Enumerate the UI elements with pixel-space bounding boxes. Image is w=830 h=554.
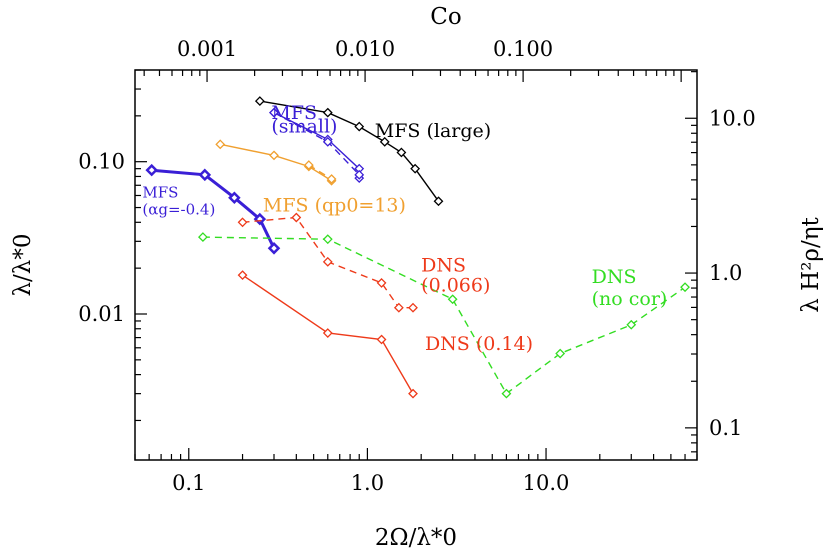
- data-point: [447, 294, 458, 305]
- data-point: [215, 139, 226, 150]
- data-point: [322, 256, 333, 267]
- data-point: [680, 282, 690, 293]
- annotation: DNS: [421, 255, 466, 277]
- axis-tick-labels: 0.1 1.0 10.0 0.01 0.10 0.001 0.010 0.100 0.1 1.0 1…: [78, 37, 756, 495]
- data-point: [254, 96, 265, 107]
- data-point: [408, 388, 418, 399]
- data-point: [396, 147, 407, 158]
- data-point: [322, 136, 333, 147]
- data-point: [197, 232, 208, 242]
- series-line: [220, 143, 332, 182]
- x-axis-label: 2Ω/λ*0: [375, 525, 457, 551]
- data-point: [393, 302, 404, 313]
- plot-frame: [134, 69, 698, 461]
- data-point: [433, 196, 444, 207]
- data-point: [626, 319, 637, 330]
- data-point: [237, 217, 248, 228]
- annotation: DNS: [592, 266, 637, 288]
- series-line: [242, 274, 414, 394]
- data-point: [555, 348, 566, 359]
- x-tick-label: 1.0: [351, 471, 384, 495]
- top-tick-label: 0.010: [335, 37, 395, 61]
- right-tick-label: 1.0: [709, 261, 742, 285]
- data-point: [198, 168, 212, 182]
- top-axis-label: Co: [430, 4, 461, 30]
- data-point: [237, 270, 248, 281]
- data-point: [228, 191, 241, 204]
- data-point: [501, 388, 512, 399]
- right-axis-label: λ H²ρ/ηt: [798, 217, 824, 313]
- annotation: MFS (large): [375, 120, 491, 142]
- annotation: (small): [271, 116, 337, 138]
- annotation: (0.066): [421, 275, 490, 297]
- data-point: [145, 163, 158, 177]
- data-point: [410, 163, 421, 174]
- y-tick-label: 0.10: [78, 150, 125, 174]
- data-point: [322, 107, 333, 118]
- y-tick-label: 0.01: [78, 302, 125, 326]
- data-point: [354, 121, 365, 132]
- annotation: MFS (qp0=13): [263, 195, 406, 217]
- data-point: [376, 277, 387, 288]
- data-point: [267, 242, 281, 255]
- data-point: [269, 107, 279, 118]
- annotation: MFS: [271, 102, 317, 124]
- y-axis-label: λ/λ*0: [10, 233, 36, 296]
- data-point: [291, 212, 302, 223]
- top-tick-label: 0.100: [493, 37, 553, 61]
- series-line: [308, 164, 332, 180]
- series-layer: [145, 96, 690, 399]
- annotation: (αg=-0.4): [142, 201, 215, 219]
- annotation: DNS (0.14): [425, 333, 533, 355]
- data-point: [269, 150, 279, 161]
- data-point: [326, 174, 337, 184]
- annotation-layer: MFS (large)MFS(small)MFS(αg=-0.4)MFS (qp…: [142, 102, 667, 355]
- data-point: [322, 328, 333, 338]
- x-tick-label: 10.0: [523, 471, 570, 495]
- data-point: [354, 169, 365, 180]
- data-point: [408, 302, 418, 313]
- right-tick-label: 0.1: [709, 416, 742, 440]
- top-tick-label: 0.001: [177, 37, 237, 61]
- annotation: (no cor): [592, 288, 668, 310]
- annotation: MFS: [142, 184, 178, 202]
- data-point: [376, 334, 387, 345]
- axis-ticks: [134, 69, 698, 460]
- data-point: [322, 234, 333, 245]
- data-point: [379, 136, 390, 147]
- right-tick-label: 10.0: [709, 106, 756, 130]
- data-point: [303, 160, 314, 171]
- x-tick-label: 0.1: [172, 471, 205, 495]
